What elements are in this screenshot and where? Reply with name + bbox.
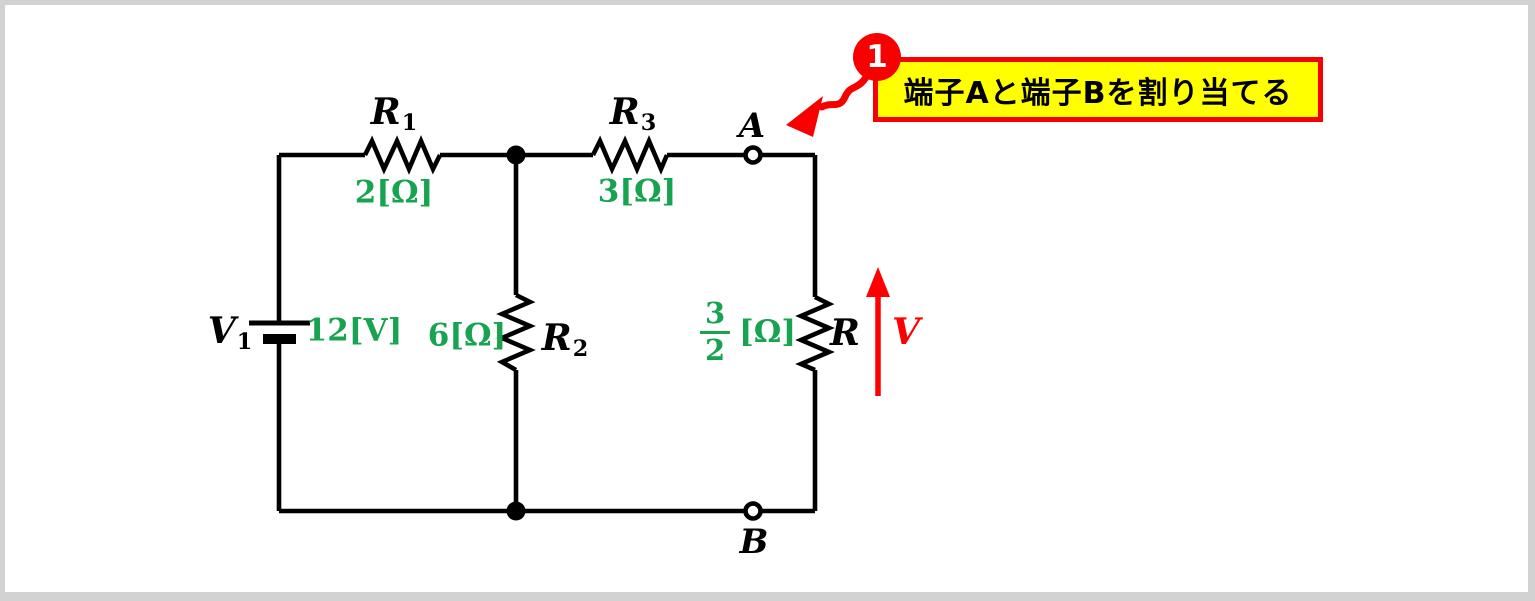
r-value-fraction: 3 2 [Ω] [699, 299, 797, 367]
resistor-r2-zigzag [496, 292, 536, 372]
r2-value: 6[Ω] [427, 317, 507, 354]
voltage-arrow [866, 267, 890, 396]
terminal-b-circle [743, 501, 763, 521]
r-value-numerator: 3 [699, 299, 731, 334]
r-label: R [830, 312, 860, 354]
r3-label: R3 [609, 91, 657, 136]
r-value-fraction-stack: 3 2 [699, 299, 731, 367]
r1-value: 2[Ω] [354, 174, 434, 211]
callout-box: 端子Aと端子Bを割り当てる [873, 57, 1323, 122]
voltage-arrow-label: V [892, 311, 920, 353]
r1-label: R1 [370, 91, 418, 136]
step-1-badge: 1 [853, 33, 901, 81]
v1-label: V1 [207, 310, 253, 355]
terminal-a-label: A [738, 106, 766, 146]
r3-value: 3[Ω] [597, 173, 677, 210]
resistor-r1-zigzag [362, 135, 443, 175]
junction-dot-bottom [506, 501, 526, 521]
r2-label: R2 [541, 317, 589, 362]
junction-dot-top [506, 145, 526, 165]
resistor-r-zigzag [795, 294, 835, 373]
r-value-unit: [Ω] [739, 313, 797, 350]
terminal-a-circle [743, 145, 763, 165]
callout-arrow [786, 68, 873, 137]
step-1-badge-number: 1 [866, 39, 888, 75]
resistor-r3-zigzag [590, 135, 670, 175]
callout-text: 端子Aと端子Bを割り当てる [903, 75, 1293, 111]
v1-value: 12[V] [305, 312, 403, 349]
terminal-b-label: B [739, 522, 769, 562]
r-value-denominator: 2 [704, 333, 726, 367]
